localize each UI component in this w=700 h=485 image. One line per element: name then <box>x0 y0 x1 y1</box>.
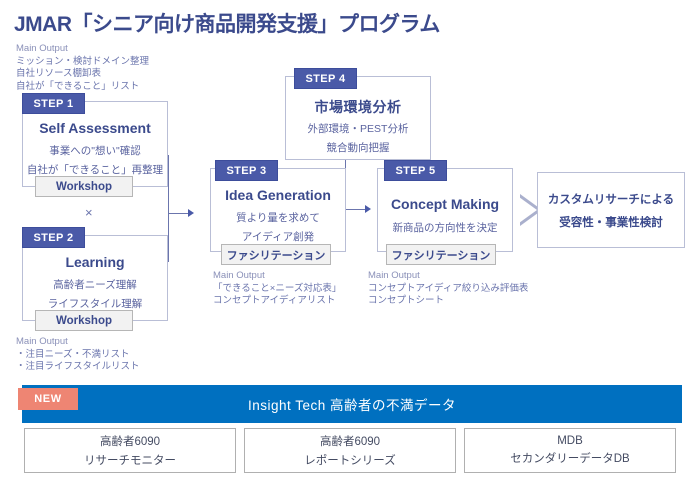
step-card-line: 高齢者ニーズ理解 <box>53 279 137 291</box>
note-header: Main Output <box>16 43 68 54</box>
data-source-line-2: リサーチモニター <box>84 455 176 467</box>
connector-line <box>168 155 169 214</box>
data-source-line-2: セカンダリーデータDB <box>510 453 630 465</box>
note-line: 「できること×ニーズ対応表」 <box>213 282 342 294</box>
step-card-line: 新商品の方向性を決定 <box>392 222 498 234</box>
platform-bar-label: Insight Tech 高齢者の不満データ <box>247 398 457 413</box>
note-header: Main Output <box>16 336 68 347</box>
step-badge-2: STEP 2 <box>22 227 85 248</box>
step-card-1[interactable]: Self Assessment 事業への"想い"確認 自社が「できること」再整理 <box>22 101 168 187</box>
step-card-title: Self Assessment <box>39 120 151 136</box>
facilitation-pill-3[interactable]: ファシリテーション <box>221 244 331 265</box>
note-line: コンセプトアイディアリスト <box>213 295 336 307</box>
data-source-box-1[interactable]: 高齢者6090 リサーチモニター <box>24 428 236 473</box>
data-source-line-2: レポートシリーズ <box>304 455 396 467</box>
main-output-note-step3: Main Output 「できること×ニーズ対応表」 コンセプトアイディアリスト <box>213 270 341 308</box>
note-line: ミッション・検討ドメイン整理 <box>16 55 150 67</box>
note-line: コンセプトシート <box>368 295 445 307</box>
data-source-line-1: 高齢者6090 <box>319 436 381 448</box>
step-card-line: ライフスタイル理解 <box>47 298 143 310</box>
data-source-line-1: MDB <box>557 435 583 447</box>
note-header: Main Output <box>213 270 265 281</box>
connector-line <box>168 213 190 214</box>
note-line: コンセプトアイディア絞り込み評価表 <box>368 282 529 294</box>
step-card-2[interactable]: Learning 高齢者ニーズ理解 ライフスタイル理解 <box>22 235 168 321</box>
platform-bar: Insight Tech 高齢者の不満データ <box>22 385 682 423</box>
step-card-title: 市場環境分析 <box>314 99 402 115</box>
step-card-title: Idea Generation <box>225 187 331 203</box>
connector-line <box>345 209 367 210</box>
data-source-box-2[interactable]: 高齢者6090 レポートシリーズ <box>244 428 456 473</box>
step-card-line: 自社が「できること」再整理 <box>26 164 164 176</box>
note-line: 自社が「できること」リスト <box>16 80 140 92</box>
step-card-3[interactable]: Idea Generation 質より量を求めて アイディア創発 <box>210 168 346 252</box>
page-title: JMAR「シニア向け商品開発支援」プログラム <box>14 13 440 36</box>
step-badge-1: STEP 1 <box>22 93 85 114</box>
note-line: ・注目ライフスタイルリスト <box>16 361 140 373</box>
step-card-5[interactable]: Concept Making 新商品の方向性を決定 <box>377 168 513 252</box>
data-source-box-3[interactable]: MDB セカンダリーデータDB <box>464 428 676 473</box>
workshop-pill-1[interactable]: Workshop <box>35 176 133 197</box>
result-line-1: カスタムリサーチによる <box>547 193 675 206</box>
result-box[interactable]: カスタムリサーチによる 受容性・事業性検討 <box>537 172 685 248</box>
new-badge: NEW <box>18 388 78 410</box>
data-source-line-1: 高齢者6090 <box>99 436 161 448</box>
connector-line <box>168 213 169 261</box>
workshop-pill-2[interactable]: Workshop <box>35 310 133 331</box>
step-card-line: 事業への"想い"確認 <box>49 145 141 157</box>
step-card-line: 外部環境・PEST分析 <box>307 123 409 135</box>
arrow-triangle-result <box>519 194 542 226</box>
step-card-title: Concept Making <box>390 196 500 212</box>
result-line-2: 受容性・事業性検討 <box>559 216 663 229</box>
note-header: Main Output <box>368 270 420 281</box>
main-output-note-step2: Main Output ・注目ニーズ・不満リスト ・注目ライフスタイルリスト <box>16 336 140 374</box>
step-card-line: アイディア創発 <box>241 231 315 243</box>
step-badge-3: STEP 3 <box>215 160 278 181</box>
arrow-head-step5 <box>365 205 371 213</box>
note-line: ・注目ニーズ・不満リスト <box>16 348 130 360</box>
step-card-4[interactable]: 市場環境分析 外部環境・PEST分析 競合動向把握 <box>285 76 431 160</box>
main-output-note-step5: Main Output コンセプトアイディア絞り込み評価表 コンセプトシート <box>368 270 528 308</box>
note-line: 自社リソース棚卸表 <box>16 68 102 80</box>
step-card-line: 競合動向把握 <box>326 142 390 154</box>
arrow-head-step3 <box>188 209 194 217</box>
step-badge-5: STEP 5 <box>384 160 447 181</box>
step-badge-4: STEP 4 <box>294 68 357 89</box>
step-card-title: Learning <box>65 254 125 270</box>
step-card-line: 質より量を求めて <box>236 212 320 224</box>
main-output-note-step1: Main Output ミッション・検討ドメイン整理 自社リソース棚卸表 自社が… <box>16 43 149 93</box>
operator-multiply: × <box>85 205 93 220</box>
facilitation-pill-5[interactable]: ファシリテーション <box>386 244 496 265</box>
